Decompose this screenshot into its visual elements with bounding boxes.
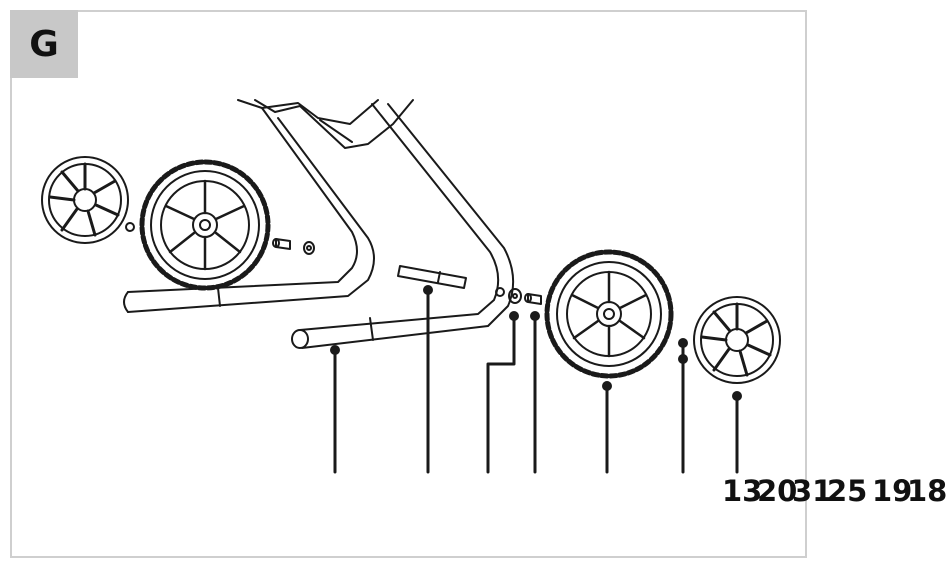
leader-31 <box>486 316 516 474</box>
hubcap-right <box>693 296 781 384</box>
hubcap-left <box>41 156 129 244</box>
pin-right <box>524 293 542 305</box>
wheel-left <box>139 159 271 291</box>
washer-right <box>508 288 522 304</box>
callout-numbers: 13 20 31 25 19 18 <box>0 474 948 524</box>
washer-left-outer <box>303 241 315 255</box>
callout-20: 20 <box>757 474 798 508</box>
leader-lines <box>333 288 739 474</box>
wheel-right <box>544 249 674 379</box>
chassis-body <box>237 99 414 149</box>
frame-tube-front <box>291 103 515 349</box>
step-letter: G <box>29 23 59 65</box>
frame-tube-back <box>123 107 375 313</box>
callout-19: 19 <box>872 474 913 508</box>
callout-18: 18 <box>907 474 948 508</box>
bolt-end <box>495 287 505 297</box>
washer-left <box>125 222 135 232</box>
callout-25: 25 <box>827 474 868 508</box>
callout-31: 31 <box>792 474 833 508</box>
leader-dots <box>330 285 742 401</box>
step-tab: G <box>10 10 78 78</box>
washer-right-hole <box>512 293 518 299</box>
instruction-panel <box>10 10 807 558</box>
axle <box>397 265 467 289</box>
callout-13: 13 <box>722 474 763 508</box>
pin-left <box>272 238 291 250</box>
washer-left-hole <box>306 245 312 251</box>
